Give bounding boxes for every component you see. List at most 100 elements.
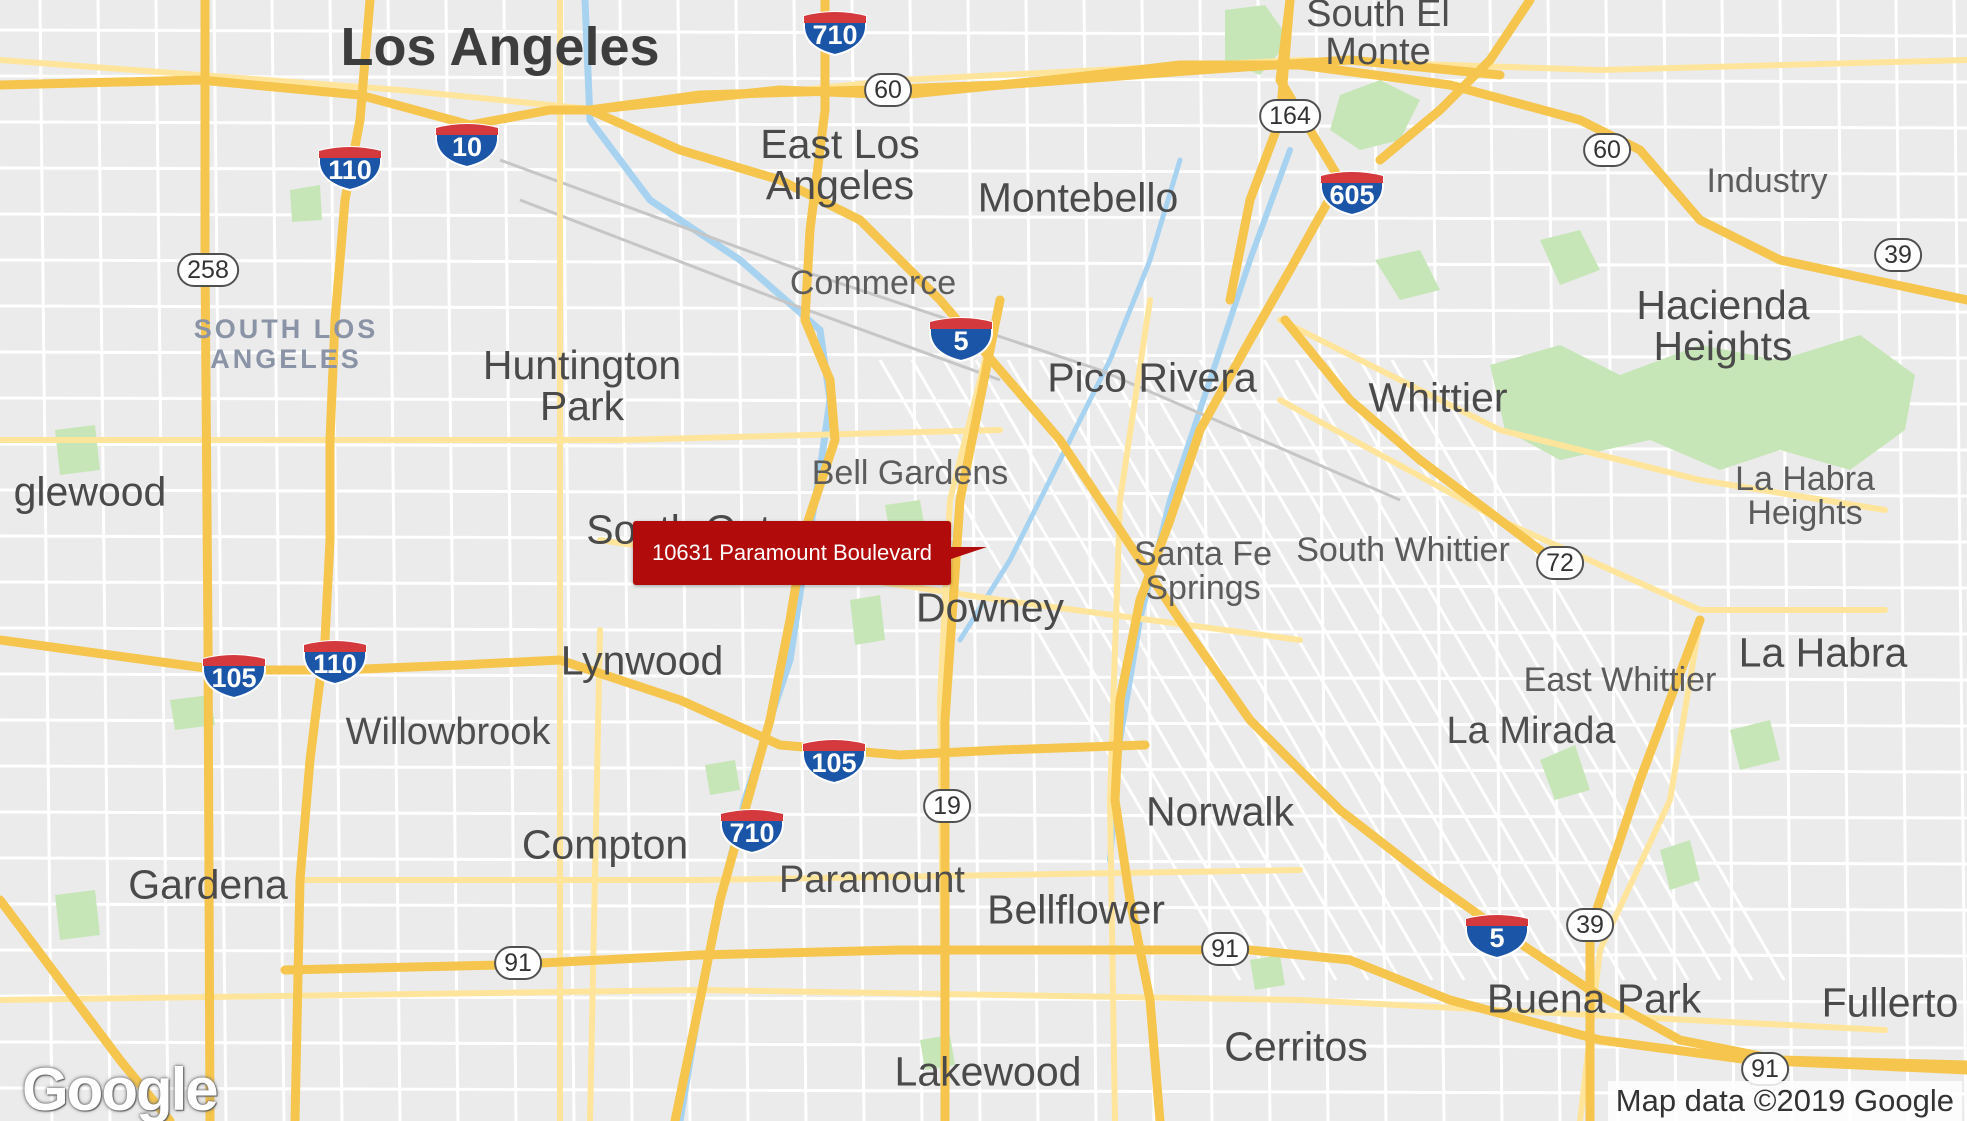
freeway-i105: [0, 635, 1150, 760]
interstate-shield-i110-south: 110: [300, 637, 370, 685]
state-route-shield-sr39-south: 39: [1566, 908, 1614, 942]
state-route-shield-sr39-north: 39: [1874, 238, 1922, 272]
street-line: [1778, 0, 1794, 1121]
shield-number: 91: [1751, 1054, 1779, 1083]
shield-number: 10: [451, 132, 483, 162]
park-area-cerritos: [1250, 955, 1285, 990]
street-line: [1134, 359, 1498, 981]
interstate-shield-i10: 10: [432, 120, 502, 168]
street-line: [386, 0, 402, 1121]
street-line: [1314, 0, 1330, 1121]
street-line: [0, 810, 1967, 820]
street-line: [1102, 359, 1466, 981]
place-label-industry: Industry: [1706, 162, 1828, 200]
state-route-shield-sr60-east: 60: [1583, 133, 1631, 167]
shield-number: 91: [504, 948, 532, 977]
place-label-whittier: Whittier: [1368, 374, 1508, 421]
place-label-bellflower: Bellflower: [987, 886, 1165, 933]
freeway-sr91: [280, 945, 1967, 1075]
place-label-line: Park: [539, 383, 625, 429]
shield-number: 710: [729, 818, 775, 848]
street-line: [1836, 0, 1852, 1121]
arterial-telegraph: [1277, 317, 1888, 513]
rio-hondo: [957, 157, 1183, 643]
interstate-shield-icon: [1320, 171, 1384, 216]
street-line: [1024, 0, 1040, 1121]
state-route-shield-sr91-central: 91: [1201, 932, 1249, 966]
street-line: [1294, 359, 1658, 981]
rail-line-2: [519, 198, 1001, 382]
park-area-el-monte: [1225, 5, 1290, 75]
street-line: [0, 304, 1967, 314]
street-line: [1230, 359, 1594, 981]
state-route-shield-sr91-west: 91: [494, 946, 542, 980]
street-line: [1326, 359, 1690, 981]
interstate-shield-i105-west: 105: [199, 651, 269, 699]
street-line: [1070, 359, 1434, 981]
street-line: [1082, 0, 1098, 1121]
place-label-line: La Habra: [1735, 460, 1875, 498]
arterial-lakewood: [1106, 297, 1153, 1121]
park-area-willowbrook: [170, 695, 215, 730]
park-area-compton: [705, 760, 740, 795]
interstate-shield-icon: [802, 739, 866, 784]
place-label-line: SOUTH LOS: [193, 313, 379, 344]
shield-number: 110: [313, 649, 357, 679]
place-label-gardena: Gardena: [128, 861, 288, 908]
place-label-lynwood: Lynwood: [560, 637, 724, 684]
arterial-alondra: [297, 867, 1303, 883]
street-line: [0, 74, 1967, 84]
place-label-south-whittier: South Whittier: [1296, 531, 1510, 569]
park-area-gardena: [55, 890, 100, 940]
shield-number: 60: [1593, 135, 1621, 164]
google-logo[interactable]: Google: [22, 1056, 219, 1121]
place-label-line: South El: [1306, 0, 1450, 35]
place-label-buena-park: Buena Park: [1486, 975, 1702, 1022]
street-line: [1262, 359, 1626, 981]
interstate-shield-icon: [303, 640, 367, 685]
place-label-pico-rivera: Pico Rivera: [1047, 354, 1257, 401]
street-line: [1604, 0, 1620, 1121]
street-line: [328, 0, 344, 1121]
state-route-shield-sr258: 258: [177, 253, 239, 287]
place-label-downey: Downey: [915, 584, 1065, 631]
park-area-east: [1730, 720, 1780, 770]
park-area-industry: [1540, 230, 1600, 285]
place-label-line: Santa Fe: [1134, 535, 1272, 573]
place-label-fullerton: Fullerto: [1821, 979, 1959, 1026]
interstate-shield-icon: [435, 123, 499, 168]
location-marker[interactable]: 10631 Paramount Boulevard: [633, 521, 987, 585]
interstate-shield-i605: 605: [1317, 168, 1387, 216]
street-line: [212, 0, 228, 1121]
interstate-shield-icon: [1465, 914, 1529, 959]
freeway-sr19: [940, 295, 1005, 1121]
shield-number: 105: [811, 748, 857, 778]
place-label-lakewood: Lakewood: [894, 1048, 1082, 1095]
park-area-la-habra: [1540, 745, 1590, 800]
street-line: [1006, 359, 1370, 981]
interstate-shield-icon: [929, 317, 993, 362]
place-label-commerce: Commerce: [789, 264, 957, 302]
place-label-compton: Compton: [521, 821, 689, 868]
shield-number: 39: [1884, 240, 1912, 269]
place-label-line: Monte: [1325, 31, 1431, 73]
street-line: [618, 0, 634, 1121]
interstate-shield-icon: [202, 654, 266, 699]
arterial-south-1: [587, 627, 603, 1121]
freeway-sr258: [200, 0, 215, 1121]
shield-number: 60: [874, 75, 902, 104]
state-route-shield-sr19: 19: [923, 789, 971, 823]
interstate-shield-i710-south: 710: [717, 806, 787, 854]
state-route-shield-sr164: 164: [1259, 99, 1321, 133]
street-line: [910, 359, 1274, 981]
map-attribution[interactable]: Map data ©2019 Google: [1607, 1081, 1962, 1121]
interstate-shield-icon: [803, 11, 867, 56]
